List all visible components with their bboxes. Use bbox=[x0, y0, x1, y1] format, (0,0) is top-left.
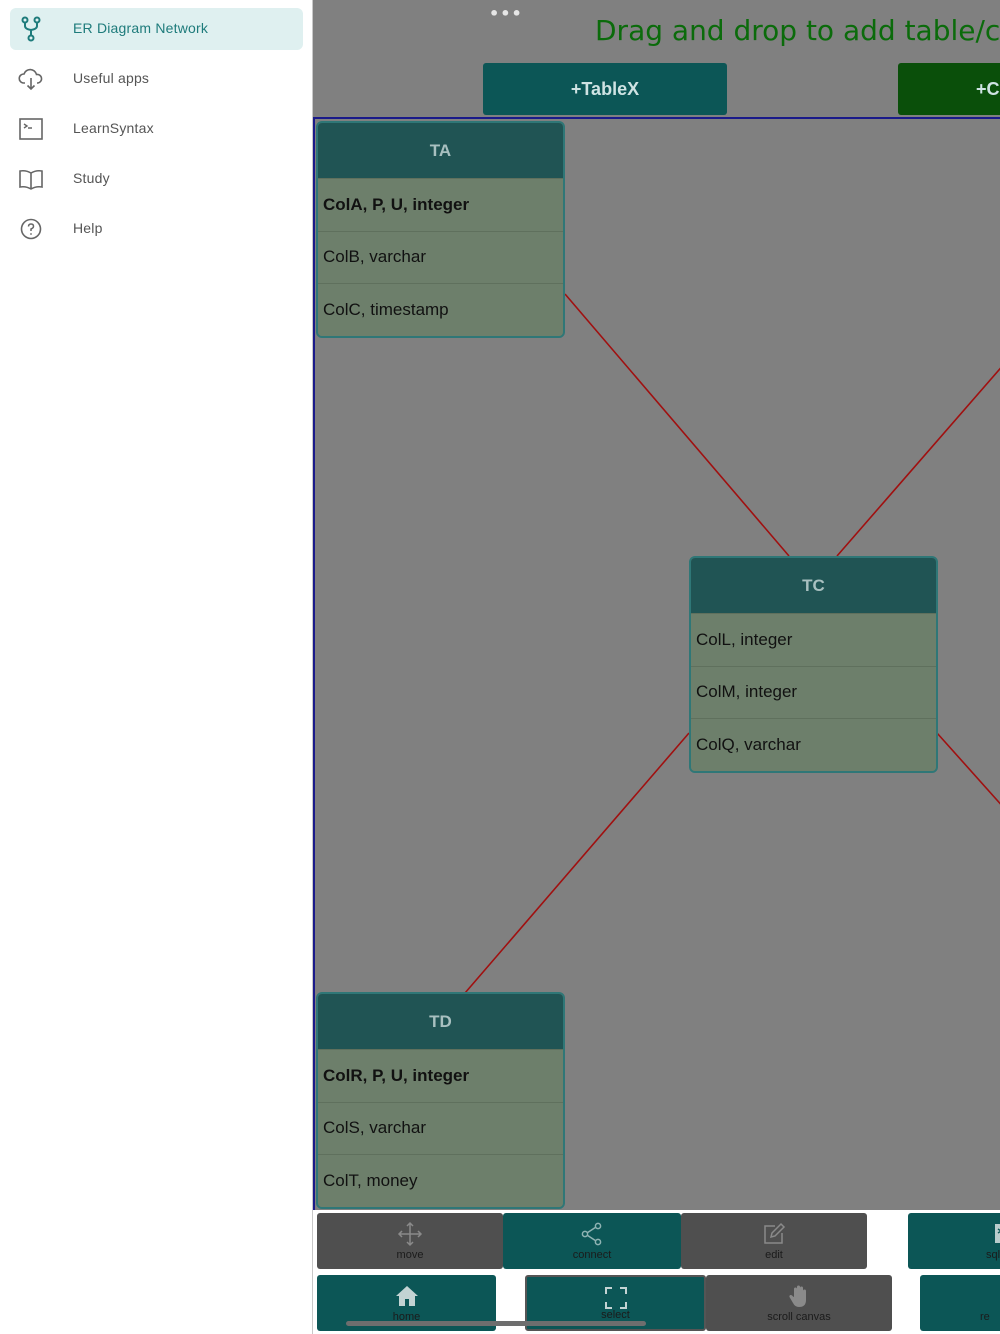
sidebar-item-label: Help bbox=[73, 220, 103, 236]
refresh-tool-button[interactable]: re bbox=[920, 1275, 1000, 1331]
sql-tool-button[interactable]: sql s bbox=[908, 1213, 1000, 1269]
sidebar-item-label: LearnSyntax bbox=[73, 120, 154, 136]
help-circle-icon bbox=[20, 218, 42, 240]
scroll-canvas-tool-button[interactable]: scroll canvas bbox=[706, 1275, 892, 1331]
share-nodes-icon bbox=[581, 1222, 602, 1246]
table-column[interactable]: ColM, integer bbox=[691, 665, 936, 718]
tool-label: sql s bbox=[986, 1249, 1000, 1261]
sidebar-item-study[interactable]: Study bbox=[10, 158, 303, 200]
table-column[interactable]: ColB, varchar bbox=[318, 230, 563, 283]
sidebar-divider bbox=[312, 0, 313, 1334]
sidebar: ER Diagram Network Useful apps LearnSynt… bbox=[0, 0, 312, 1334]
tool-label: move bbox=[396, 1249, 424, 1261]
table-header[interactable]: TC bbox=[691, 558, 936, 613]
table-column[interactable]: ColA, P, U, integer bbox=[318, 178, 563, 231]
hand-icon bbox=[789, 1285, 806, 1307]
table-column[interactable]: ColS, varchar bbox=[318, 1101, 563, 1154]
er-table-tc[interactable]: TC ColL, integer ColM, integer ColQ, var… bbox=[689, 556, 938, 773]
edit-icon bbox=[764, 1222, 786, 1244]
sidebar-item-label: Useful apps bbox=[73, 70, 150, 86]
tool-label: re bbox=[980, 1311, 990, 1323]
er-table-td[interactable]: TD ColR, P, U, integer ColS, varchar Col… bbox=[316, 992, 565, 1209]
table-header[interactable]: TA bbox=[318, 123, 563, 178]
more-options-icon[interactable]: ••• bbox=[489, 4, 523, 23]
edit-tool-button[interactable]: edit bbox=[681, 1213, 867, 1269]
tool-label: edit bbox=[765, 1249, 783, 1261]
tool-label: scroll canvas bbox=[767, 1311, 831, 1323]
sidebar-item-label: Study bbox=[73, 170, 110, 186]
main-area: ••• Drag and drop to add table/colum +Ta… bbox=[313, 0, 1000, 1334]
sidebar-item-useful-apps[interactable]: Useful apps bbox=[10, 58, 303, 100]
sidebar-item-learnsyntax[interactable]: LearnSyntax bbox=[10, 108, 303, 150]
select-frame-icon bbox=[604, 1287, 627, 1309]
book-open-icon bbox=[19, 169, 43, 190]
sidebar-item-label: ER Diagram Network bbox=[73, 20, 209, 36]
relation-lines bbox=[464, 293, 1000, 994]
table-column[interactable]: ColC, timestamp bbox=[318, 283, 563, 336]
sidebar-item-help[interactable]: Help bbox=[10, 208, 303, 250]
sidebar-item-er-diagram-network[interactable]: ER Diagram Network bbox=[10, 8, 303, 50]
er-table-ta[interactable]: TA ColA, P, U, integer ColB, varchar Col… bbox=[316, 121, 565, 338]
table-column[interactable]: ColR, P, U, integer bbox=[318, 1049, 563, 1102]
move-tool-button[interactable]: move bbox=[317, 1213, 503, 1269]
diagram-canvas[interactable]: TA ColA, P, U, integer ColB, varchar Col… bbox=[313, 117, 1000, 1210]
tool-label: home bbox=[392, 1311, 421, 1323]
relation-line-tc-te bbox=[936, 732, 1000, 805]
table-column[interactable]: ColT, money bbox=[318, 1154, 563, 1207]
terminal-icon bbox=[19, 118, 43, 140]
table-column[interactable]: ColL, integer bbox=[691, 613, 936, 666]
cloud-download-icon bbox=[18, 68, 43, 91]
tool-label: select bbox=[601, 1309, 630, 1321]
terminal-icon bbox=[995, 1224, 1000, 1243]
instruction-headline: Drag and drop to add table/colum bbox=[595, 14, 1000, 47]
relation-line-tc-tb bbox=[836, 367, 1000, 557]
connect-tool-button[interactable]: connect bbox=[503, 1213, 681, 1269]
home-icon bbox=[395, 1286, 418, 1306]
table-header[interactable]: TD bbox=[318, 994, 563, 1049]
table-column[interactable]: ColQ, varchar bbox=[691, 718, 936, 771]
relation-line-tc-td bbox=[464, 732, 690, 994]
tool-label: connect bbox=[572, 1249, 612, 1261]
add-table-button[interactable]: +TableX bbox=[483, 63, 727, 115]
add-column-button[interactable]: +C bbox=[898, 63, 1000, 115]
relation-line-ta-tc bbox=[564, 293, 790, 557]
move-arrows-icon bbox=[397, 1221, 423, 1247]
fork-icon bbox=[21, 16, 41, 42]
home-indicator bbox=[346, 1321, 646, 1326]
